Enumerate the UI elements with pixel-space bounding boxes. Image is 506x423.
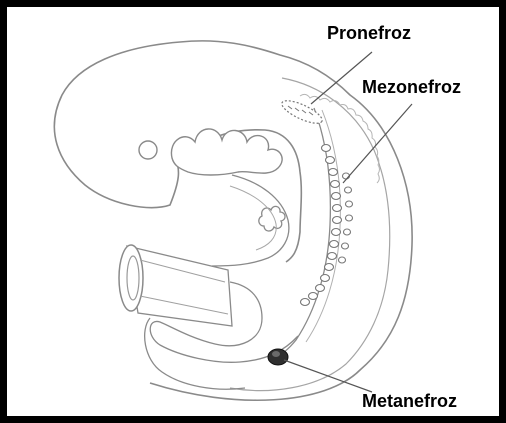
- mezonefroz-structure: [301, 145, 353, 306]
- back-contour: [230, 78, 390, 391]
- otic-vesicle: [139, 141, 157, 159]
- pharyngeal-arches: [171, 129, 282, 175]
- heart-bulge: [259, 206, 285, 231]
- metanefroz-structure: [268, 349, 288, 365]
- metanefroz-label: Metanefroz: [362, 391, 457, 411]
- pronefroz-structure: [279, 96, 325, 127]
- nephric-duct: [272, 108, 330, 360]
- metanefroz-highlight: [272, 351, 280, 357]
- tail-lower: [145, 318, 245, 389]
- pronefroz-label: Pronefroz: [327, 23, 411, 43]
- embryo-outline: [54, 41, 412, 400]
- mezonefroz-label: Mezonefroz: [362, 77, 461, 97]
